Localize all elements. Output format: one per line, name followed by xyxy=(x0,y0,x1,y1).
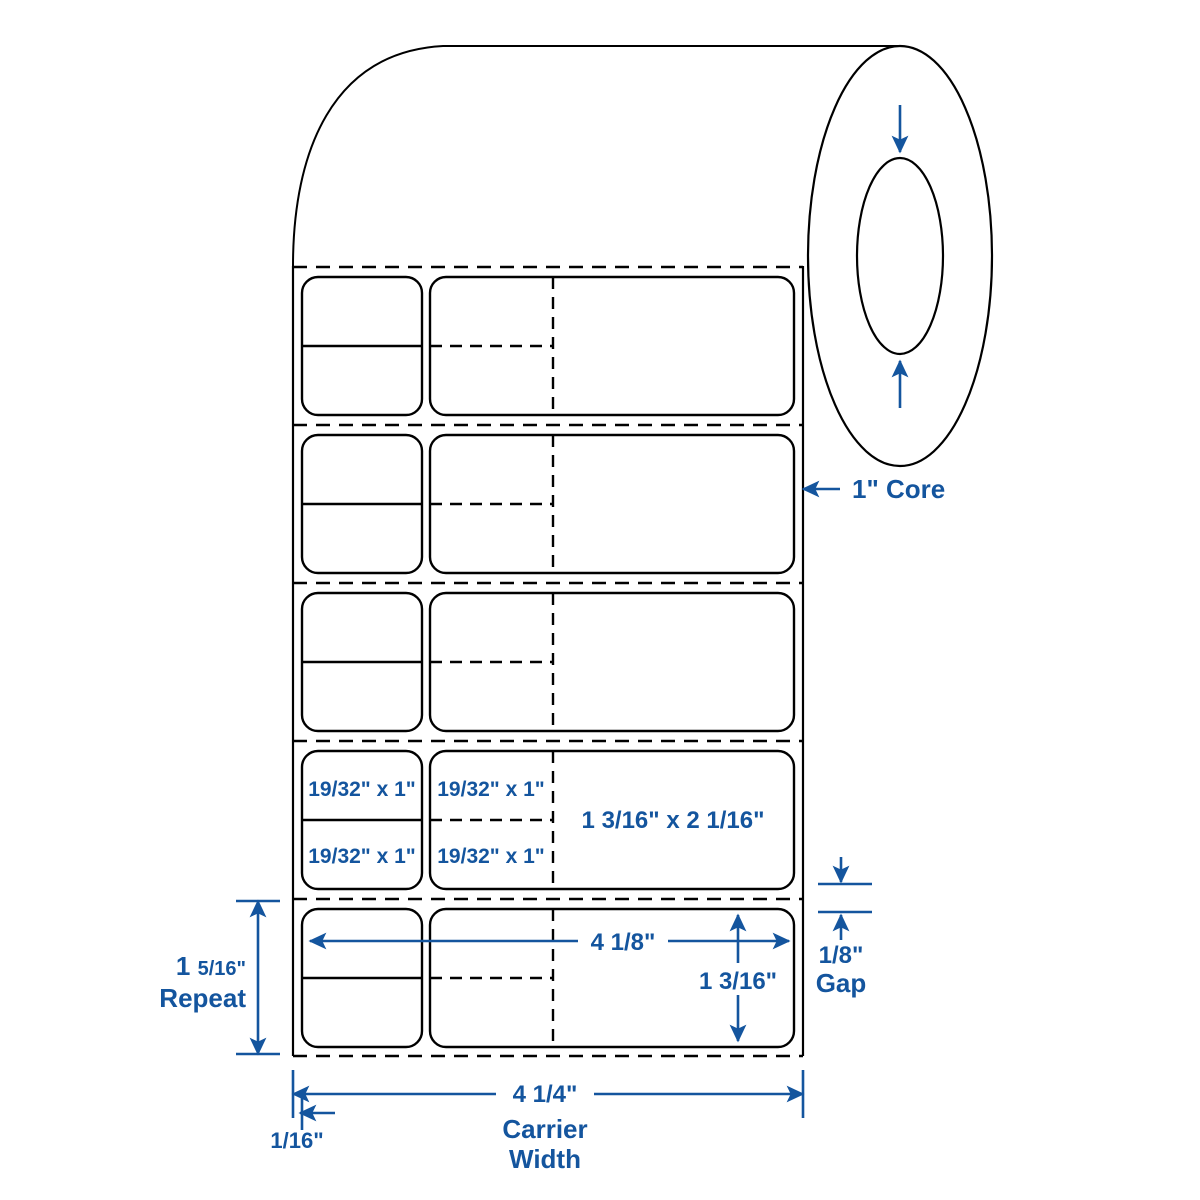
gap-dimension: 1/8" Gap xyxy=(816,857,872,998)
roll-end-face xyxy=(806,44,994,468)
label-height-value: 1 3/16" xyxy=(699,968,777,995)
carrier-width-value: 4 1/4" xyxy=(513,1081,578,1108)
carrier-web xyxy=(291,265,805,1058)
label-row-dimensioned xyxy=(300,907,796,1049)
core-label: 1" Core xyxy=(852,474,945,504)
repeat-whole: 1 xyxy=(176,951,198,981)
gap-value: 1/8" xyxy=(819,942,864,969)
repeat-label: Repeat xyxy=(159,983,246,1013)
label-height-dimension: 1 3/16" xyxy=(699,913,777,1043)
large-label-size: 1 3/16" x 2 1/16" xyxy=(582,807,765,834)
label-row xyxy=(300,275,796,417)
edge-margin-dimension: 1/16" xyxy=(270,1098,335,1153)
carrier-width-label-1: Carrier xyxy=(502,1114,587,1144)
carrier-width-dimension: 4 1/4" Carrier Width xyxy=(291,1070,805,1174)
repeat-fraction: 5/16" xyxy=(198,958,246,980)
small-label-size-2: 19/32" x 1" xyxy=(308,845,416,868)
gap-lines xyxy=(293,265,803,1058)
label-row-annotated: 19/32" x 1" 19/32" x 1" 19/32" x 1" 19/3… xyxy=(300,749,796,891)
small-label-size-3: 19/32" x 1" xyxy=(437,778,545,801)
label-row xyxy=(300,433,796,575)
small-label-size-1: 19/32" x 1" xyxy=(308,778,416,801)
gap-label: Gap xyxy=(816,968,867,998)
carrier-width-label-2: Width xyxy=(509,1144,581,1174)
repeat-dimension: 1 5/16" Repeat xyxy=(159,899,280,1056)
small-label-size-4: 19/32" x 1" xyxy=(437,845,545,868)
label-row xyxy=(300,591,796,733)
edge-margin-value: 1/16" xyxy=(270,1128,323,1153)
repeat-value: 1 5/16" xyxy=(176,951,246,981)
label-width-dimension: 4 1/8" xyxy=(308,929,791,956)
core-callout: 1" Core xyxy=(801,474,945,504)
label-width-value: 4 1/8" xyxy=(591,929,656,956)
roll-core-hole xyxy=(855,156,945,356)
